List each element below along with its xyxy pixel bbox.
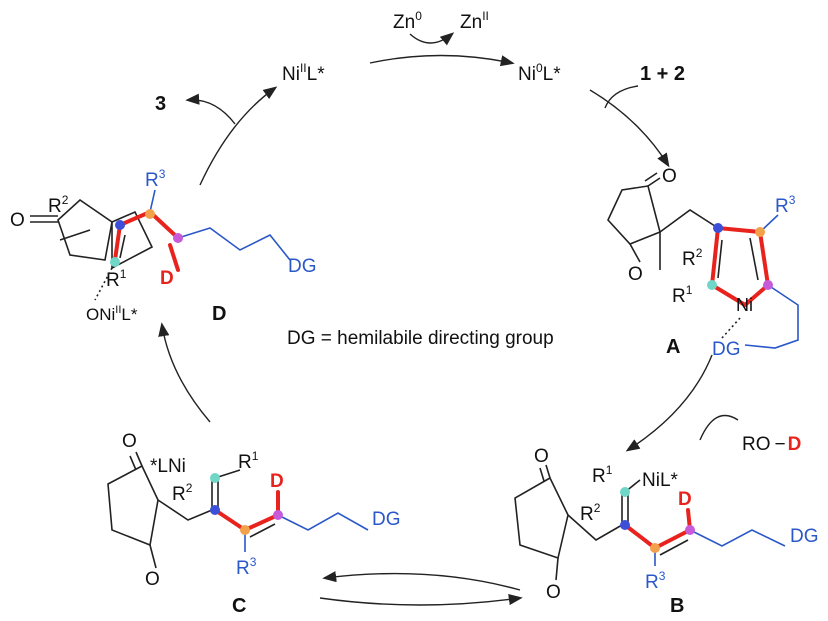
- svg-text:R1: R1: [672, 283, 693, 307]
- arrow-A-to-B: [625, 354, 713, 452]
- compound-D: O R2 R1 ONiIIL* R3 DG D D: [10, 167, 317, 325]
- compound-C: O O R2 *LNi R1 D R3 DG C: [107, 431, 401, 617]
- product3-label: 3: [155, 93, 166, 115]
- arrow-D-to-NiII: [199, 86, 278, 186]
- svg-text:R1: R1: [106, 267, 127, 291]
- svg-text:R3: R3: [236, 555, 257, 579]
- svg-text:R1: R1: [592, 463, 613, 487]
- svg-text:D: D: [678, 489, 692, 510]
- svg-text:DG: DG: [790, 526, 819, 547]
- compound-B: O O R2 R1 NiL* D R3 DG B: [514, 446, 819, 617]
- svg-text:D: D: [270, 471, 284, 492]
- rod-curve: [699, 414, 739, 441]
- svg-text:O: O: [662, 166, 677, 187]
- label-D: D: [212, 303, 226, 325]
- equilibrium-arrow-forward: [319, 594, 523, 606]
- zn0-label: Zn0: [393, 9, 422, 33]
- label-B: B: [670, 595, 684, 617]
- svg-text:R3: R3: [145, 167, 166, 191]
- svg-text:R2: R2: [48, 193, 69, 217]
- arrow-C-to-D: [158, 322, 211, 423]
- svg-text:O: O: [10, 210, 25, 231]
- svg-text:*LNi: *LNi: [150, 456, 186, 477]
- reagents-label: 1 + 2: [640, 63, 685, 85]
- rod-label: RO−D: [742, 434, 801, 455]
- svg-text:DG: DG: [712, 339, 741, 360]
- dg-definition: DG = hemilabile directing group: [287, 328, 554, 349]
- svg-text:DG: DG: [372, 509, 401, 530]
- svg-text:R2: R2: [682, 246, 703, 270]
- svg-text:R3: R3: [775, 193, 796, 217]
- compound-A: O O R2 Ni R1 R3 DG A: [607, 166, 799, 360]
- znII-label: ZnII: [460, 9, 489, 33]
- zn-arrow: [409, 32, 455, 46]
- svg-text:O: O: [534, 446, 549, 467]
- svg-text:R3: R3: [645, 569, 666, 593]
- svg-text:O: O: [628, 264, 643, 285]
- label-C: C: [232, 595, 246, 617]
- product-release-arrow: [185, 93, 236, 125]
- svg-text:O: O: [145, 569, 160, 590]
- reduction-arrow: [369, 54, 515, 67]
- svg-text:O: O: [546, 582, 561, 603]
- svg-text:NiL*: NiL*: [642, 470, 679, 491]
- ni0L-label: Ni0L*: [518, 61, 561, 85]
- svg-text:DG: DG: [288, 256, 317, 277]
- svg-text:R2: R2: [172, 481, 193, 505]
- svg-text:R1: R1: [238, 449, 259, 473]
- reagents-curve: [604, 85, 639, 109]
- svg-text:O: O: [122, 431, 137, 452]
- arrow-Ni0-to-A: [589, 89, 670, 168]
- equilibrium-arrow-back: [322, 571, 521, 591]
- svg-text:R2: R2: [580, 501, 601, 525]
- svg-text:ONiIIL*: ONiIIL*: [86, 304, 138, 324]
- label-A: A: [666, 336, 680, 358]
- svg-text:Ni: Ni: [736, 295, 753, 315]
- niIIL-label: NiIIL*: [282, 61, 325, 85]
- svg-text:D: D: [160, 268, 174, 289]
